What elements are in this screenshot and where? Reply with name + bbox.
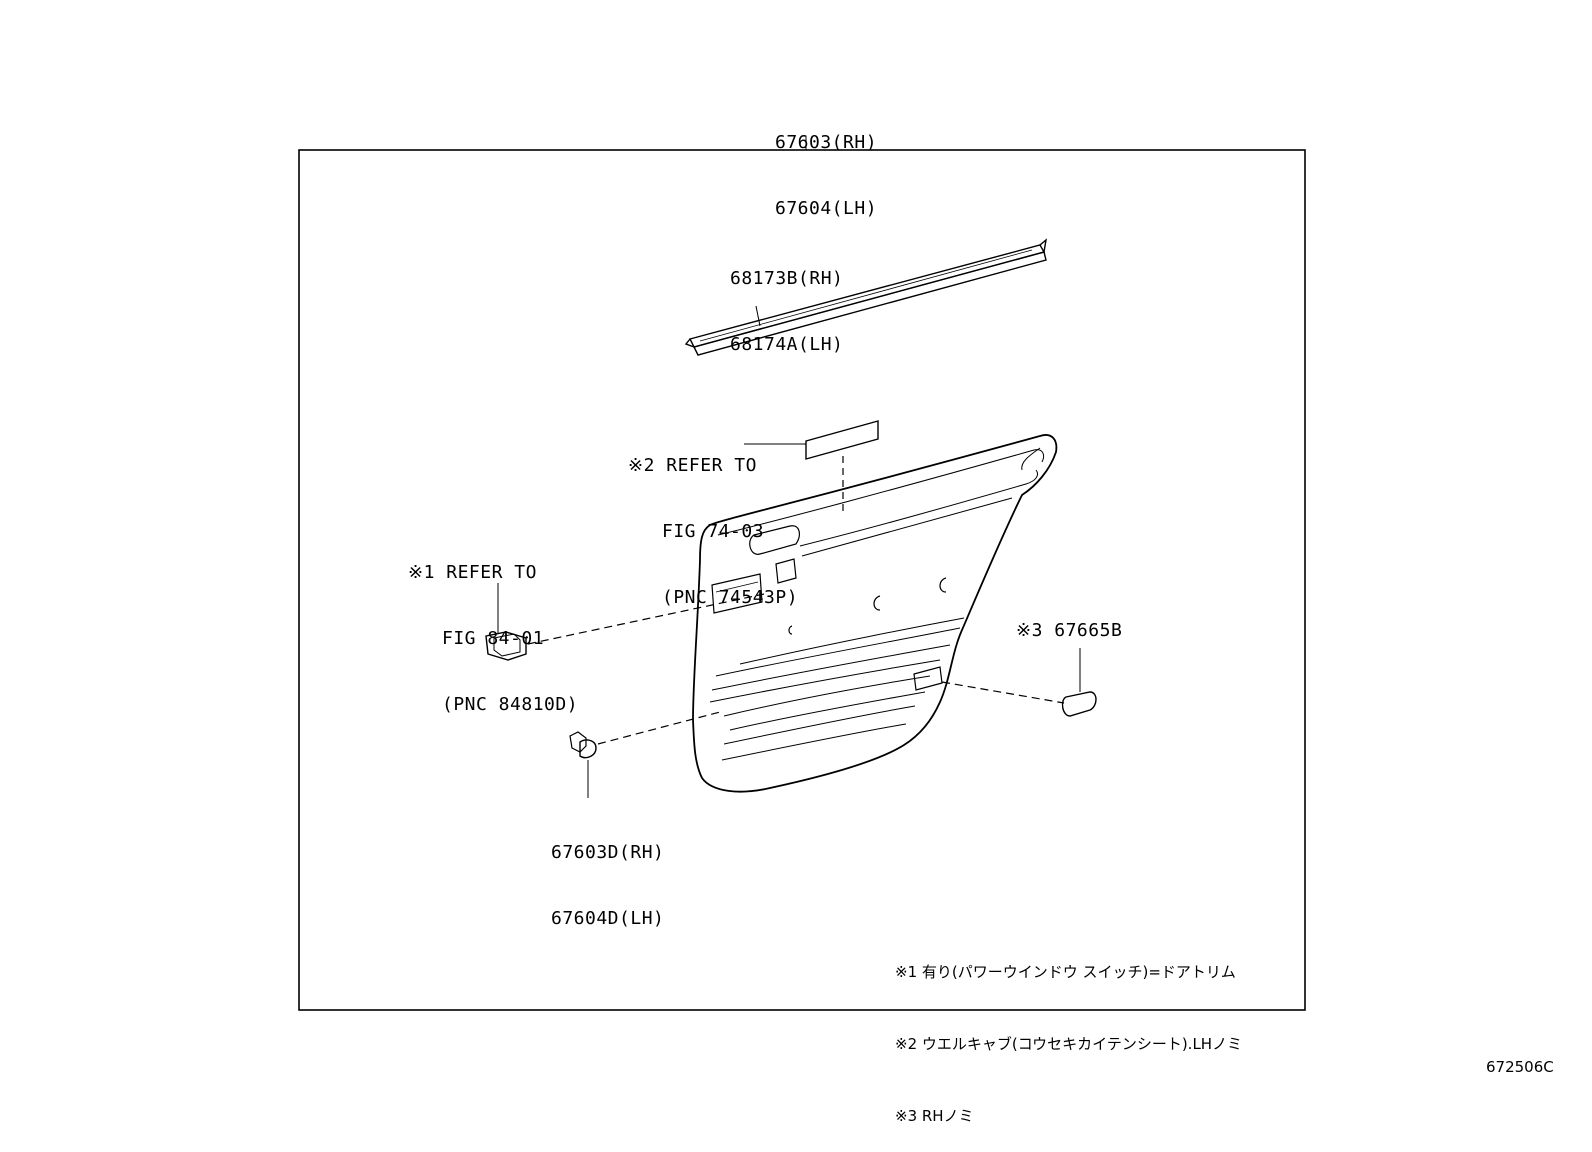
label-sticker-part	[744, 420, 879, 512]
notes-block: ※1 有り(パワーウインドウ スイッチ)=ドアトリム ※2 ウエルキャブ(コウセ…	[895, 912, 1242, 1152]
door-trim-panel	[692, 434, 1058, 793]
weatherstrip-label: 68173B(RH) 68174A(LH)	[730, 268, 844, 355]
hole-plug-part	[941, 648, 1097, 717]
switch-part	[485, 583, 765, 661]
figure-id: 672506C	[1486, 1058, 1554, 1076]
ref2-label: ※2 REFER TO FIG 74-03 (PNC 74543P)	[628, 455, 799, 608]
diagram-frame	[298, 149, 1306, 1011]
ref1-label: ※1 REFER TO FIG 84-01 (PNC 84810D)	[408, 562, 579, 715]
note-2: ※2 ウエルキャブ(コウセキカイテンシート).LHノミ	[895, 1035, 1243, 1053]
top-assembly-label: 67603(RH) 67604(LH)	[775, 132, 878, 219]
note-1: ※1 有り(パワーウインドウ スイッチ)=ドアトリム	[895, 963, 1236, 981]
weatherstrip-part	[684, 238, 1048, 356]
clip-label: 67603D(RH) 67604D(LH)	[551, 842, 665, 929]
clip-part	[569, 711, 721, 798]
note-3: ※3 RHノミ	[895, 1107, 974, 1125]
plug-label: ※3 67665B	[1016, 620, 1123, 641]
door-trim-diagram	[298, 136, 1306, 1011]
